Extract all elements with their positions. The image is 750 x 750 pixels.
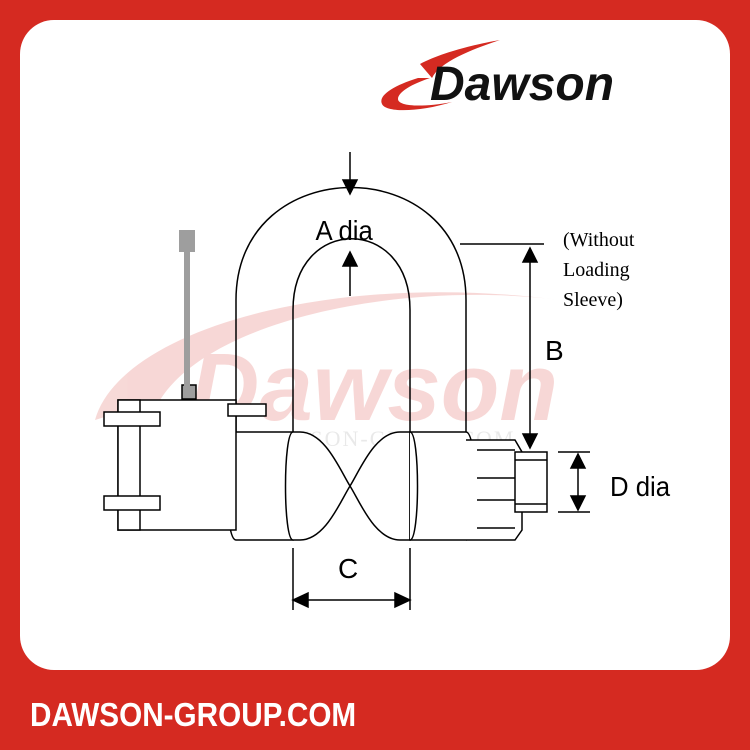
label-d-dia: D dia — [610, 471, 670, 502]
note-line-1: (Without — [563, 229, 635, 251]
watermark: Dawson INFO@DAWSON-GROUP.COM — [95, 292, 560, 451]
note-line-3: Sleeve) — [563, 289, 623, 311]
logo-swoosh-top-icon — [420, 40, 500, 78]
label-b: B — [545, 335, 564, 366]
dimension-c — [291, 548, 412, 610]
shackle-diagram: Dawson INFO@DAWSON-GROUP.COM Dawson — [95, 40, 670, 610]
shackle-pin — [226, 431, 548, 541]
logo-swoosh-icon — [381, 78, 452, 111]
dimension-b — [460, 243, 544, 450]
dawson-logo: Dawson — [381, 40, 614, 111]
load-pin-housing — [103, 384, 267, 531]
label-a-dia: A dia — [316, 215, 373, 246]
logo-text: Dawson — [430, 58, 614, 111]
note-line-2: Loading — [563, 259, 630, 281]
diagram-panel: Dawson INFO@DAWSON-GROUP.COM Dawson — [20, 20, 730, 670]
watermark-logo-text: Dawson — [190, 334, 558, 441]
antenna — [179, 230, 195, 387]
dimension-d — [558, 451, 590, 513]
dimension-a — [341, 152, 359, 296]
label-c: C — [338, 553, 358, 584]
footer-url[interactable]: DAWSON-GROUP.COM — [30, 696, 357, 733]
